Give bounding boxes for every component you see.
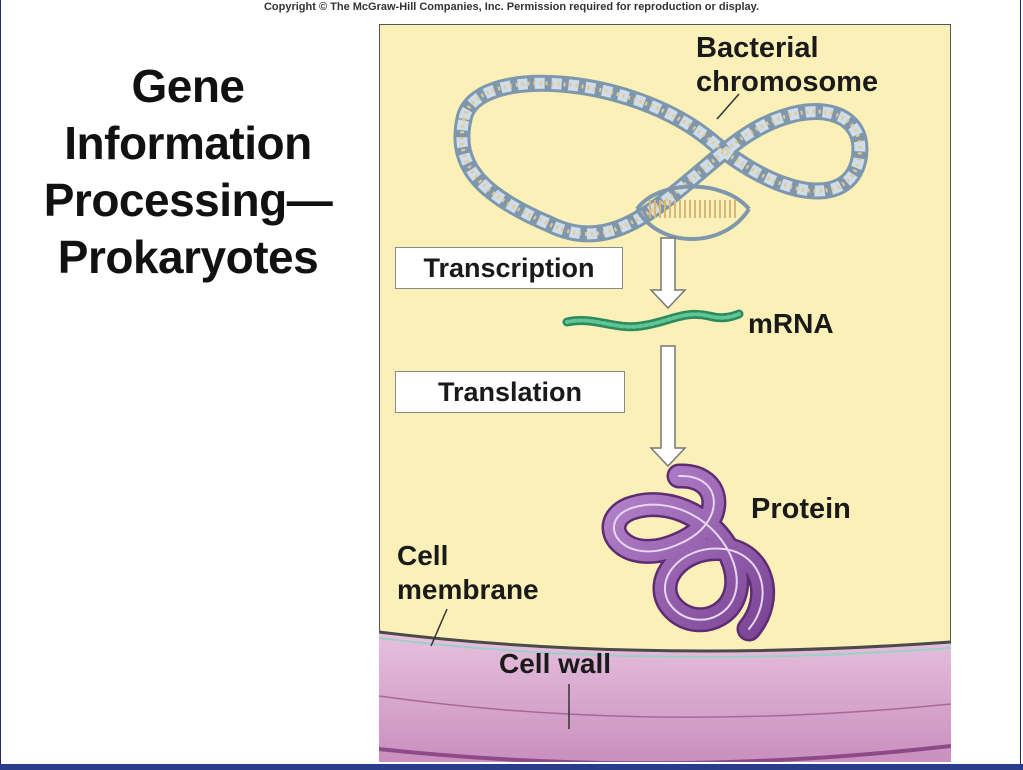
translation-arrow xyxy=(649,345,687,468)
slide-title: Gene Information Processing— Prokaryotes xyxy=(8,58,368,286)
cell-membrane-highlight xyxy=(379,637,951,658)
title-line: Processing— xyxy=(43,174,333,226)
mrna-label: mRNA xyxy=(748,308,834,339)
copyright-notice: Copyright © The McGraw-Hill Companies, I… xyxy=(263,1,760,13)
label-line: chromosome xyxy=(696,66,879,98)
cell-membrane xyxy=(379,630,951,653)
chromosome-leader-line xyxy=(716,93,740,120)
cell-wall xyxy=(379,632,951,762)
cell-wall-inner-edge xyxy=(379,695,951,718)
transcription-arrow xyxy=(649,237,687,310)
label-line: membrane xyxy=(397,574,539,605)
cell-wall-label: Cell wall xyxy=(499,648,612,679)
protein-label: Protein xyxy=(751,493,851,525)
mrna-strand-highlight xyxy=(565,312,741,329)
membrane-leader-line xyxy=(430,608,448,647)
title-line: Gene xyxy=(131,60,245,112)
title-line: Prokaryotes xyxy=(57,231,319,283)
protein-coil xyxy=(601,463,776,642)
label-line: Cell xyxy=(397,540,449,571)
bacterial-chromosome xyxy=(453,74,869,243)
slide-bottom-bar xyxy=(0,764,1023,770)
label-line: Bacterial xyxy=(696,32,819,64)
cell-wall-outer xyxy=(379,744,951,762)
prokaryote-cell-figure: Bacterial chromosome Transcription mRNA … xyxy=(379,24,951,762)
cell-illustration xyxy=(379,24,951,762)
cell-membrane-label: Cell membrane xyxy=(397,539,539,607)
title-line: Information xyxy=(64,117,312,169)
transcription-box: Transcription xyxy=(395,247,623,289)
translation-box: Translation xyxy=(395,371,625,413)
bacterial-chromosome-label: Bacterial chromosome xyxy=(696,31,878,99)
